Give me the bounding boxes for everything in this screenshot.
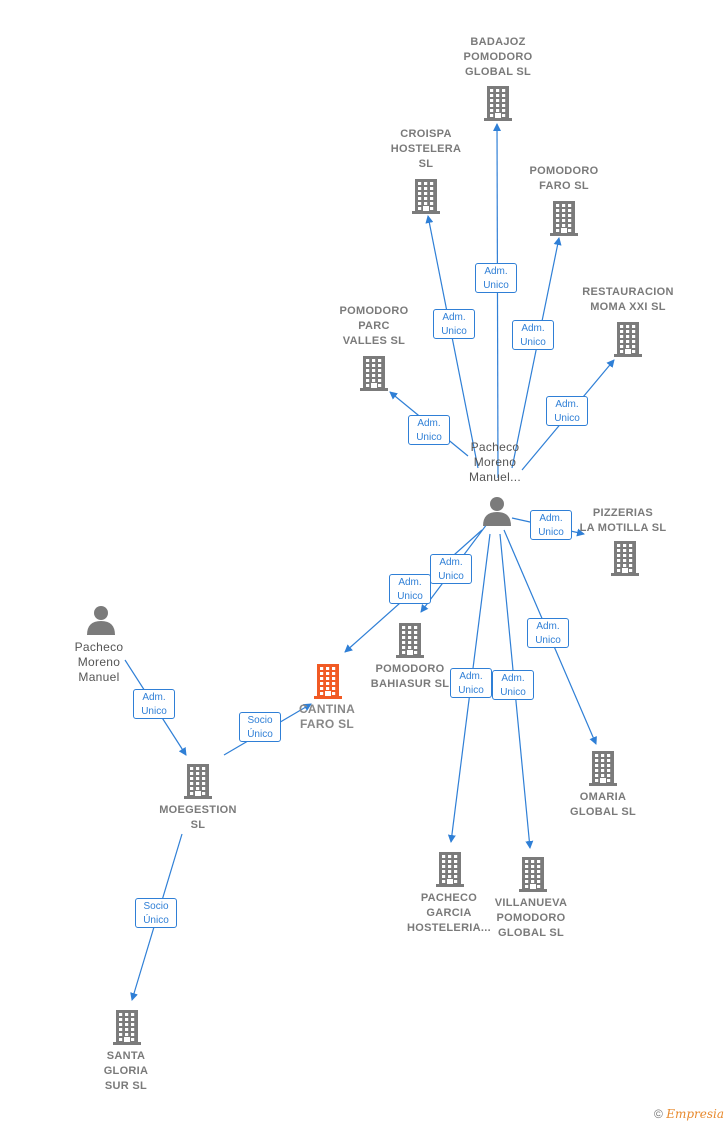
copyright-symbol: © [654,1107,663,1121]
edge-label-e8[interactable]: Adm. Unico [389,574,431,604]
node-label-pacheco2[interactable]: Pacheco Moreno Manuel [74,640,124,684]
edge-label-e5[interactable]: Adm. Unico [408,415,450,445]
edge-label-e6[interactable]: Adm. Unico [530,510,572,540]
building-icon[interactable] [518,856,548,897]
building-icon[interactable] [588,750,618,791]
node-label-moegestion[interactable]: MOEGESTION SL [159,804,237,831]
node-label-croispa[interactable]: CROISPA HOSTELERA SL [390,128,462,170]
copyright: © Empresia [654,1107,724,1121]
edge-label-e11[interactable]: Adm. Unico [492,670,534,700]
edge-label-e2[interactable]: Adm. Unico [433,309,475,339]
node-label-pomfaro[interactable]: POMODORO FARO SL [529,165,599,192]
edge-label-e7[interactable]: Adm. Unico [430,554,472,584]
node-label-villanueva[interactable]: VILLANUEVA POMODORO GLOBAL SL [494,897,568,939]
edge-label-e9[interactable]: Adm. Unico [527,618,569,648]
edge-label-e4[interactable]: Adm. Unico [546,396,588,426]
building-icon[interactable] [435,851,465,892]
empresia-logo: Empresia [666,1107,724,1121]
building-icon[interactable] [613,321,643,362]
node-label-badajoz[interactable]: BADAJOZ POMODORO GLOBAL SL [463,36,533,78]
building-icon[interactable] [610,540,640,581]
edge-label-e14[interactable]: Socio Único [239,712,281,742]
node-label-restauracion[interactable]: RESTAURACION MOMA XXI SL [582,286,674,313]
node-label-cantina[interactable]: CANTINA FARO SL [298,702,356,731]
edge-label-e15[interactable]: Socio Único [135,898,177,928]
edge-line-e1 [493,123,502,479]
node-label-santagloria[interactable]: SANTA GLORIA SUR SL [103,1050,149,1092]
building-icon[interactable] [183,763,213,804]
person-icon[interactable] [86,605,116,640]
edge-line-e3 [511,237,562,469]
node-label-pacheco_main[interactable]: Pacheco Moreno Manuel... [468,440,522,484]
node-label-garcia[interactable]: PACHECO GARCIA HOSTELERIA... [407,892,491,934]
edge-label-e3[interactable]: Adm. Unico [512,320,554,350]
building-icon[interactable] [483,85,513,126]
building-icon[interactable] [549,200,579,241]
node-label-bahiasur[interactable]: POMODORO BAHIASUR SL [370,663,450,690]
focus-building-icon[interactable] [313,663,343,704]
person-icon[interactable] [482,496,512,531]
node-label-omaria[interactable]: OMARIA GLOBAL SL [569,791,637,818]
edge-label-e10[interactable]: Adm. Unico [450,668,492,698]
building-icon[interactable] [395,622,425,663]
building-icon[interactable] [359,355,389,396]
edge-label-e12[interactable]: Adm. Unico [133,689,175,719]
node-label-pizzerias[interactable]: PIZZERIAS LA MOTILLA SL [579,507,667,534]
node-label-pomparc[interactable]: POMODORO PARC VALLES SL [339,305,409,347]
building-icon[interactable] [112,1009,142,1050]
building-icon[interactable] [411,178,441,219]
edge-line-e2 [425,215,479,469]
edge-label-e1[interactable]: Adm. Unico [475,263,517,293]
